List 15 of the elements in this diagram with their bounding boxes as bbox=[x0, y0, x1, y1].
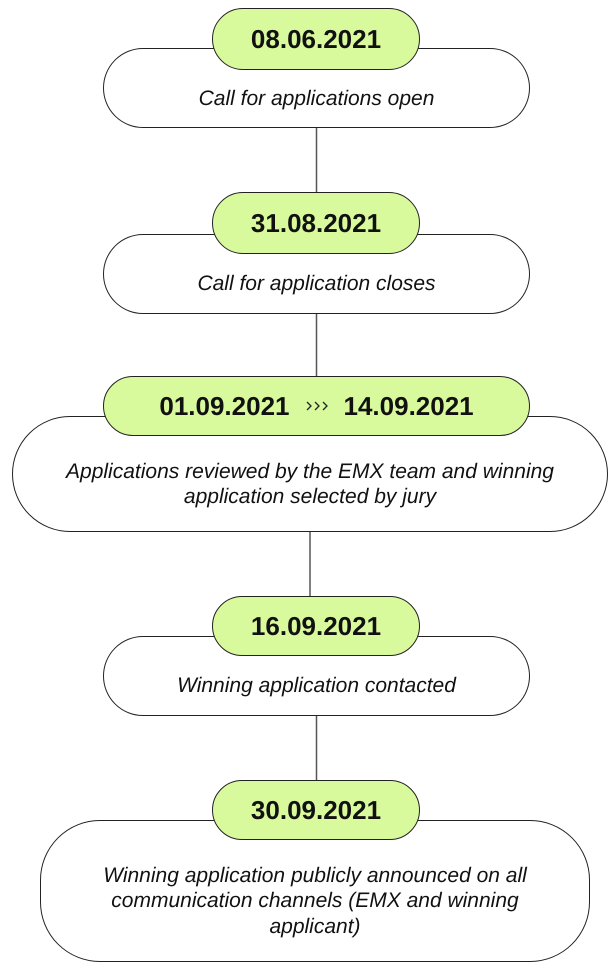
date-text: 14.09.2021 bbox=[344, 390, 474, 422]
date-text: 01.09.2021 bbox=[159, 390, 290, 422]
connector-line bbox=[309, 532, 311, 596]
date-text: 30.09.2021 bbox=[250, 794, 382, 826]
connector-line bbox=[316, 716, 318, 780]
step-description: Call for application closes bbox=[197, 271, 436, 297]
step-description: Call for applications open bbox=[198, 86, 434, 112]
step-description: Applications reviewed by the EMX team and winning application selected by jury bbox=[64, 458, 555, 510]
date-text: 08.06.2021 bbox=[250, 22, 382, 56]
date-text: 31.08.2021 bbox=[250, 206, 382, 240]
step-description: Winning application publicly announced on all communication channels (EMX and winning applicant) bbox=[102, 863, 528, 939]
step-description: Winning application contacted bbox=[177, 673, 456, 699]
date-text: 16.09.2021 bbox=[250, 610, 382, 642]
connector-line bbox=[316, 314, 318, 376]
connector-line bbox=[316, 128, 318, 192]
